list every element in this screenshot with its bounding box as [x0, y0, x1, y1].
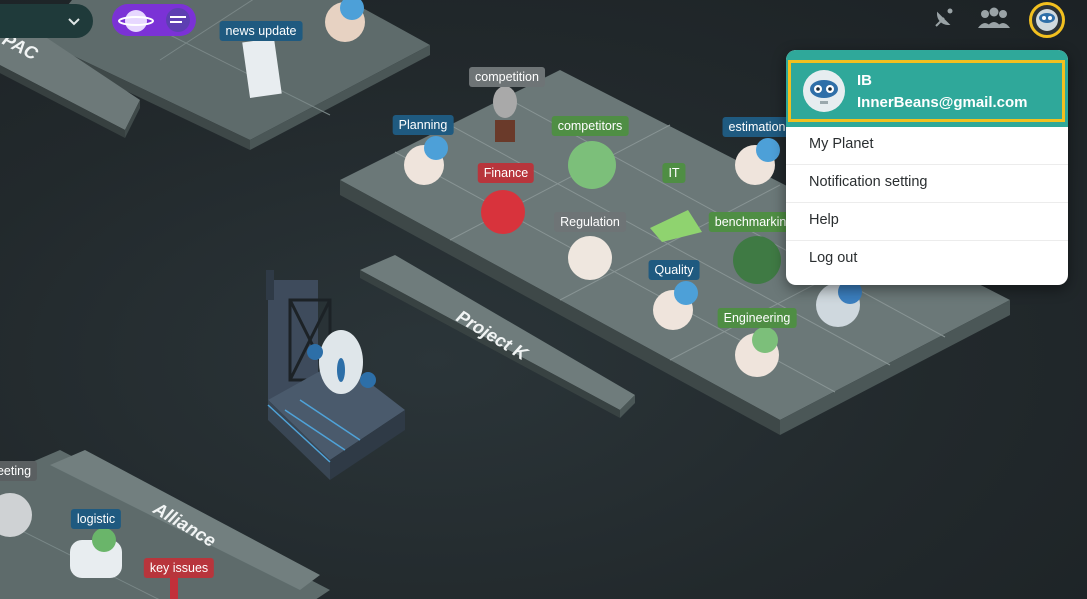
menu-item-log-out[interactable]: Log out	[809, 250, 858, 266]
user-menu-dropdown: IB InnerBeans@gmail.com My Planet Notifi…	[786, 50, 1068, 285]
planet-tag-finance[interactable]: Finance	[477, 163, 535, 183]
planet-tag-logistic[interactable]: logistic	[70, 509, 122, 529]
user-avatar-icon	[1036, 9, 1058, 31]
menu-item-my-planet[interactable]: My Planet	[786, 127, 1068, 165]
chevron-down-icon	[68, 18, 80, 26]
planet-figures	[0, 0, 862, 599]
planet-tag-estimation[interactable]: estimation	[722, 117, 792, 137]
planet-badge-button[interactable]	[112, 4, 196, 36]
satellite-dish-icon[interactable]	[932, 6, 956, 30]
profile-email: InnerBeans@gmail.com	[857, 94, 1028, 111]
platform-main	[340, 70, 1010, 435]
planet-icon	[118, 8, 190, 32]
menu-item-notification-setting[interactable]: Notification setting	[786, 165, 1068, 203]
profile-avatar	[803, 70, 845, 112]
planet-tag-eeting[interactable]: eeting	[0, 461, 38, 481]
planet-tag-competition[interactable]: competition	[469, 67, 545, 87]
planet-tag-key-issues[interactable]: key issues	[143, 558, 215, 578]
castle-tower	[266, 270, 405, 480]
profile-card[interactable]: IB InnerBeans@gmail.com	[788, 60, 1065, 122]
planet-tag-benchmarking[interactable]: benchmarking	[708, 212, 800, 232]
planet-tag-regulation[interactable]: Regulation	[554, 212, 626, 232]
profile-initials: IB	[857, 72, 872, 89]
platform-rail-pac	[0, 20, 140, 138]
planet-tag-it[interactable]: IT	[662, 163, 686, 183]
platform-rail-project-k	[360, 255, 635, 418]
planet-tag-news-update[interactable]: news update	[219, 21, 303, 41]
menu-item-help[interactable]: Help	[786, 203, 1068, 241]
space-selector-dropdown[interactable]	[0, 4, 93, 38]
planet-tag-quality[interactable]: Quality	[648, 260, 700, 280]
user-avatar-button[interactable]	[1029, 2, 1065, 38]
planet-tag-competitors[interactable]: competitors	[551, 116, 629, 136]
planet-tag-engineering[interactable]: Engineering	[717, 308, 797, 328]
robot-avatar-icon	[804, 71, 844, 111]
planet-tag-planning[interactable]: Planning	[392, 115, 454, 135]
team-icon[interactable]	[976, 6, 1012, 30]
user-menu-header: IB InnerBeans@gmail.com	[786, 50, 1068, 127]
